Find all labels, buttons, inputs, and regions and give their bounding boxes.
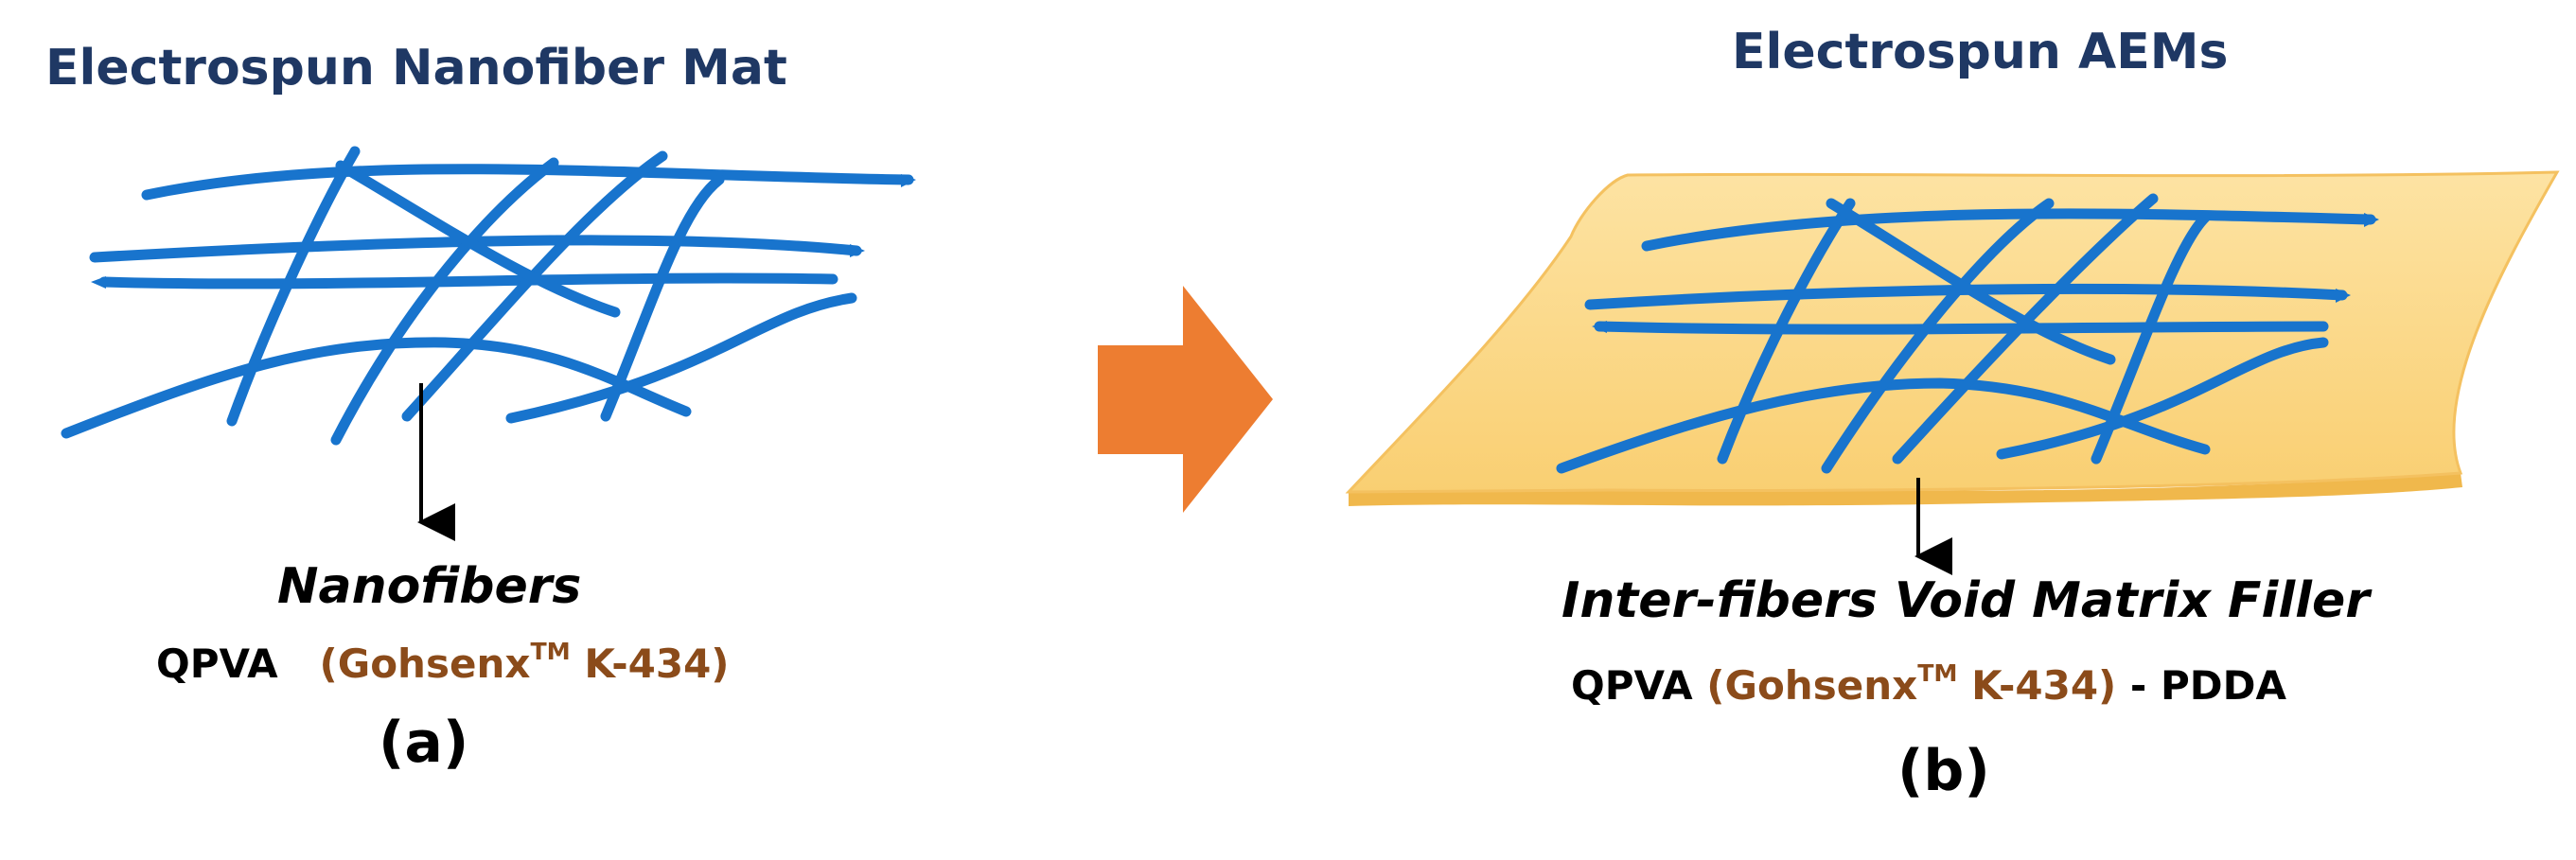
fiber [89,235,862,263]
panel-label-b: (b) [1897,738,1990,804]
left-title: Electrospun Nanofiber Mat [45,40,787,97]
embedded-fibers [1556,193,2376,474]
fiber [505,292,857,424]
formula-suffix: - PDDA [2129,662,2286,709]
formula-brand: (Gohsenx [319,641,531,687]
formula-prefix: QPVA [1571,662,1693,709]
fiber [401,150,668,422]
right-formula: QPVA (GohsenxTM K-434) - PDDA [1571,659,2286,709]
fiber [141,164,914,201]
fiber [1594,321,2329,335]
membrane-label: Inter-fibers Void Matrix Filler [1561,572,2370,629]
formula-grade: K-434) [1971,662,2117,709]
left-formula: QPVA (GohsenxTM K-434) [156,638,730,687]
nanofiber-mat [61,146,914,446]
formula-tm: TM [1917,659,1958,688]
fiber [600,174,725,422]
process-arrow [1098,286,1273,513]
fiber [98,272,838,290]
right-title: Electrospun AEMs [1732,24,2229,80]
fiber [61,337,692,439]
fiber [1892,193,2159,465]
fiber [330,157,559,446]
membrane-edge [1349,473,2462,506]
fiber [1821,198,2055,474]
fiber [2091,212,2211,465]
formula-tm: TM [530,638,571,666]
fiber [1717,198,1856,465]
panel-label-a: (a) [379,710,469,776]
fiber-tip [2336,289,2351,303]
fiber-tip [1592,321,1607,333]
label-void-filler: Void Matrix Filler [1894,572,2370,629]
membrane-sheet [1345,170,2560,506]
nanofibers-label: Nanofibers [277,558,582,615]
fiber [1584,283,2348,310]
fiber [1641,208,2376,252]
formula-grade: K-434) [584,641,730,687]
fiber-tip [901,174,916,187]
fiber [335,160,621,318]
label-inter-fibers: Inter-fibers [1561,572,1878,629]
fiber [1996,337,2329,460]
fiber-tip [91,276,106,289]
fiber [226,146,361,427]
fiber [1826,198,2116,365]
fiber-tip [2364,213,2379,227]
fiber-tip [850,244,865,257]
formula-prefix: QPVA [156,641,278,687]
formula-brand: (Gohsenx [1706,662,1918,709]
